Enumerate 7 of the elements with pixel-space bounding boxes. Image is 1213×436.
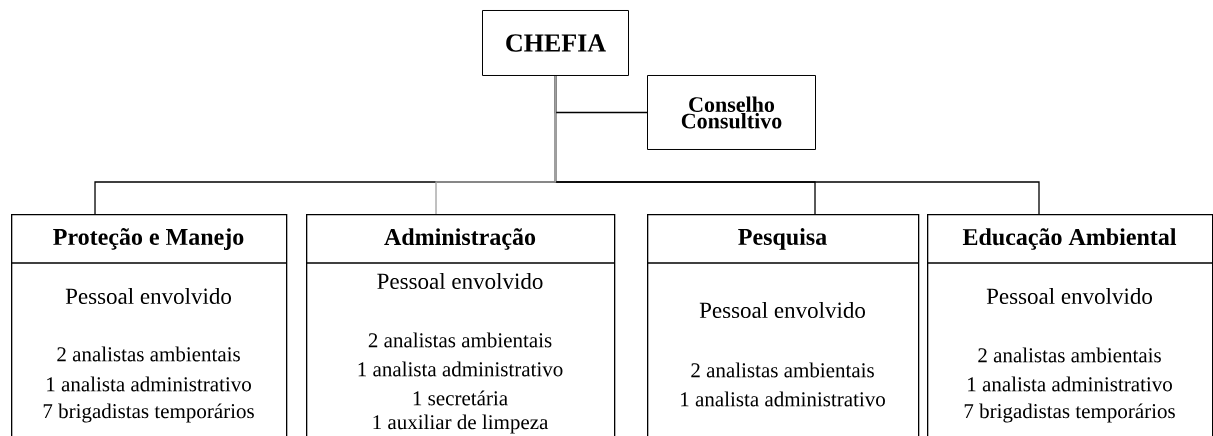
department-box: Administração Pessoal envolvido 2 analistas ambientais 1 analista administrativo 1 secretária 1 auxiliar de limpeza: [305, 214, 616, 436]
department-box: Proteção e Manejo Pessoal envolvido 2 analistas ambientais 1 analista administrativo 7 brigadistas temporários: [10, 214, 288, 436]
department-box: Pesquisa Pessoal envolvido 2 analistas ambientais 1 analista administrativo: [646, 214, 920, 436]
department-box: Educação Ambiental Pessoal envolvido 2 analistas ambientais 1 analista administrativo 7 brigadistas temporários: [926, 214, 1213, 436]
head-box: CHEFIA: [482, 10, 629, 76]
connector-line: [435, 75, 557, 215]
council-box: Conselho Consultivo: [647, 75, 816, 150]
